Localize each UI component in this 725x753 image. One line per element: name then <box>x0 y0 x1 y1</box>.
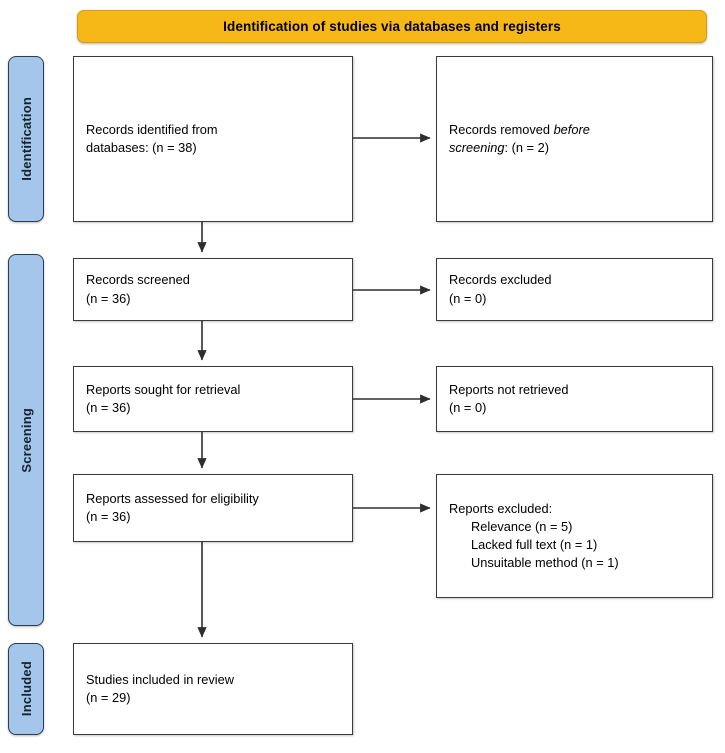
node-records-removed-line2-post: : (n = 2) <box>504 140 549 155</box>
node-reports-sought: Reports sought for retrieval (n = 36) <box>73 366 353 432</box>
node-records-identified-line2-pre: databases <box>86 140 146 155</box>
diagram-title: Identification of studies via databases … <box>223 19 561 34</box>
node-records-screened-line1: Records screened <box>86 272 190 288</box>
node-reports-not-retrieved-line1: Reports not retrieved <box>449 381 569 397</box>
node-records-removed-text: Records removed before screening: (n = 2… <box>437 121 602 157</box>
node-records-removed-italic2: screening <box>449 140 505 155</box>
node-records-removed-line1-pre: Records removed <box>449 121 554 137</box>
node-reports-sought-line1: Reports sought for retrieval <box>86 381 241 397</box>
node-reports-sought-text: Reports sought for retrieval (n = 36) <box>74 381 252 417</box>
node-records-excluded-text: Records excluded (n = 0) <box>437 271 563 307</box>
node-reports-assessed-text: Reports assessed for eligibility (n = 36… <box>74 490 271 526</box>
node-reports-assessed-line2: (n = 36) <box>86 509 131 524</box>
stage-label-screening-text: Screening <box>18 407 34 473</box>
node-studies-included-line1: Studies included in review <box>86 671 234 687</box>
stage-label-screening: Screening <box>8 254 44 626</box>
node-reports-not-retrieved-text: Reports not retrieved (n = 0) <box>437 381 581 417</box>
node-reports-excluded-text: Reports excluded: Relevance (n = 5) Lack… <box>437 500 631 573</box>
node-reports-excluded-reason-1: Relevance (n = 5) <box>471 518 573 534</box>
node-records-identified: Records identified from databases: (n = … <box>73 56 353 222</box>
stage-label-identification-text: Identification <box>18 97 34 181</box>
node-reports-sought-line2: (n = 36) <box>86 400 131 415</box>
stage-label-identification: Identification <box>8 56 44 222</box>
node-reports-excluded-heading: Reports excluded: <box>449 500 553 516</box>
node-reports-not-retrieved: Reports not retrieved (n = 0) <box>436 366 713 432</box>
node-records-screened: Records screened (n = 36) <box>73 258 353 321</box>
node-records-removed: Records removed before screening: (n = 2… <box>436 56 713 222</box>
node-studies-included-text: Studies included in review (n = 29) <box>74 671 246 707</box>
node-records-excluded: Records excluded (n = 0) <box>436 258 713 321</box>
node-studies-included-line2: (n = 29) <box>86 690 131 705</box>
node-records-excluded-line1: Records excluded <box>449 272 552 288</box>
node-studies-included: Studies included in review (n = 29) <box>73 643 353 735</box>
node-records-identified-text: Records identified from databases: (n = … <box>74 121 230 157</box>
node-reports-assessed: Reports assessed for eligibility (n = 36… <box>73 474 353 542</box>
stage-label-included-text: Included <box>18 661 34 717</box>
node-reports-excluded-reason-3: Unsuitable method (n = 1) <box>471 555 619 571</box>
stage-label-included: Included <box>8 643 44 735</box>
node-reports-excluded: Reports excluded: Relevance (n = 5) Lack… <box>436 474 713 598</box>
node-records-removed-italic1: before <box>553 121 590 137</box>
node-reports-excluded-reason-2: Lacked full text (n = 1) <box>471 537 598 552</box>
node-records-identified-line2-post: : (n = 38) <box>145 140 197 155</box>
node-reports-not-retrieved-line2: (n = 0) <box>449 400 487 415</box>
node-records-screened-text: Records screened (n = 36) <box>74 271 202 307</box>
node-records-screened-line2: (n = 36) <box>86 290 131 306</box>
diagram-header-banner: Identification of studies via databases … <box>77 10 707 43</box>
node-records-excluded-line2: (n = 0) <box>449 290 487 306</box>
node-reports-assessed-line1: Reports assessed for eligibility <box>86 490 259 506</box>
node-records-identified-line1: Records identified from <box>86 121 218 137</box>
